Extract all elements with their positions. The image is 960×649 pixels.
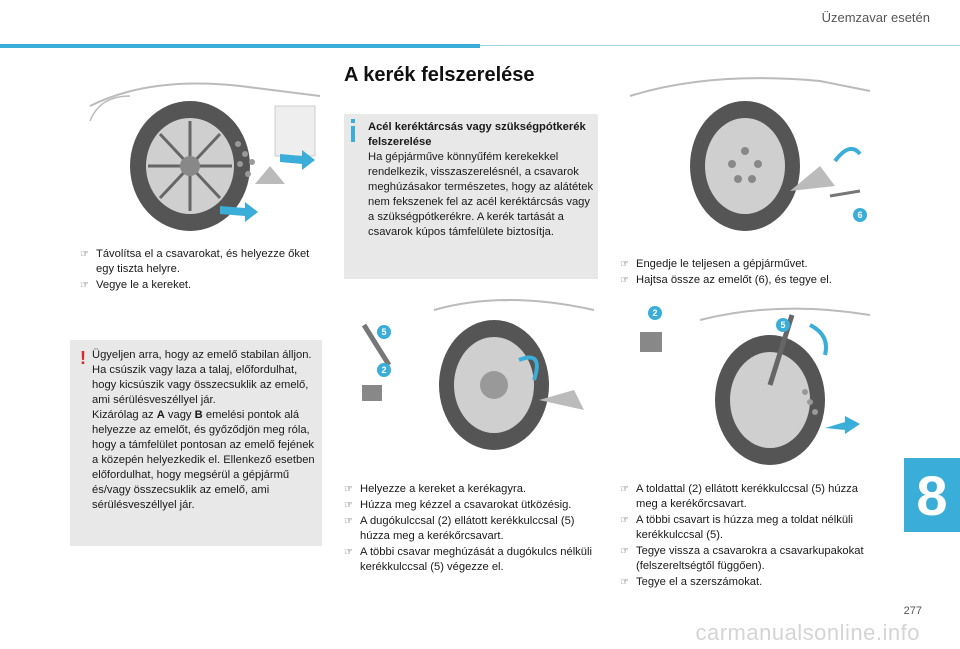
warning-icon: !: [80, 348, 86, 368]
callout-2: 2: [377, 363, 391, 377]
arrow-bullet-icon: ☞: [620, 515, 629, 526]
info-body: Ha gépjárműve könnyűfém kerekekkel rende…: [368, 151, 594, 238]
wheel-removal-illustration: [89, 82, 321, 231]
warning-text: Ügyeljen arra, hogy az emelő stabilan ál…: [92, 349, 315, 511]
list-item: ☞Tegye vissza a csavarokra a csavarkupak…: [620, 545, 864, 572]
arrow-bullet-icon: ☞: [344, 516, 353, 527]
right-top-steps: ☞Engedje le teljesen a gépjárművet. ☞Haj…: [620, 257, 872, 289]
list-item: ☞A dugókulccsal (2) ellátott kerékkulccs…: [344, 515, 575, 542]
info-icon: [351, 119, 355, 123]
chapter-tab: 8: [904, 458, 960, 532]
arrow-bullet-icon: ☞: [620, 577, 629, 588]
right-bottom-steps: ☞A toldattal (2) ellátott kerékkulccsal …: [620, 482, 872, 591]
arrow-bullet-icon: ☞: [344, 500, 353, 511]
arrow-bullet-icon: ☞: [80, 280, 89, 291]
list-item: ☞Húzza meg kézzel a csavarokat ütközésig…: [344, 499, 572, 511]
jack-folding-illustration: [629, 77, 871, 231]
section-title: Üzemzavar esetén: [821, 10, 930, 25]
list-item: ☞Engedje le teljesen a gépjárművet.: [620, 258, 808, 270]
callout-6: 6: [853, 208, 867, 222]
left-steps: ☞Távolítsa el a csavarokat, és helyezze …: [80, 247, 322, 294]
list-item: ☞Tegye el a szerszámokat.: [620, 576, 763, 588]
arrow-bullet-icon: ☞: [344, 484, 353, 495]
arrow-bullet-icon: ☞: [620, 546, 629, 557]
list-item: ☞Vegye le a kereket.: [80, 279, 192, 291]
info-box: Acél keréktárcsás vagy szükségpótkerék f…: [344, 114, 598, 279]
page-heading: A kerék felszerelése: [344, 64, 535, 86]
list-item: ☞A többi csavart is húzza meg a toldat n…: [620, 514, 854, 541]
arrow-bullet-icon: ☞: [80, 249, 89, 260]
arrow-bullet-icon: ☞: [620, 484, 629, 495]
top-accent-bar: [0, 44, 480, 48]
callout-5: 5: [776, 318, 790, 332]
top-divider: [480, 45, 960, 46]
watermark: carmanualsonline.info: [695, 620, 920, 645]
info-title: Acél keréktárcsás vagy szükségpótkerék f…: [368, 121, 586, 148]
callout-2: 2: [648, 306, 662, 320]
callout-5: 5: [377, 325, 391, 339]
list-item: ☞A többi csavar meghúzását a dugókulcs n…: [344, 546, 592, 573]
middle-steps: ☞Helyezze a kereket a kerékagyra. ☞Húzza…: [344, 482, 602, 576]
list-item: ☞Távolítsa el a csavarokat, és helyezze …: [80, 248, 310, 275]
arrow-bullet-icon: ☞: [620, 275, 629, 286]
wheel-mounting-illustration: [361, 299, 595, 450]
page-number: 277: [903, 605, 922, 617]
list-item: ☞Helyezze a kereket a kerékagyra.: [344, 483, 527, 495]
arrow-bullet-icon: ☞: [344, 547, 353, 558]
list-item: ☞Hajtsa össze az emelőt (6), és tegye el…: [620, 274, 832, 286]
bolt-tightening-illustration: [640, 307, 871, 465]
arrow-bullet-icon: ☞: [620, 259, 629, 270]
warning-box: ! Ügyeljen arra, hogy az emelő stabilan …: [70, 340, 322, 546]
list-item: ☞A toldattal (2) ellátott kerékkulccsal …: [620, 483, 858, 510]
